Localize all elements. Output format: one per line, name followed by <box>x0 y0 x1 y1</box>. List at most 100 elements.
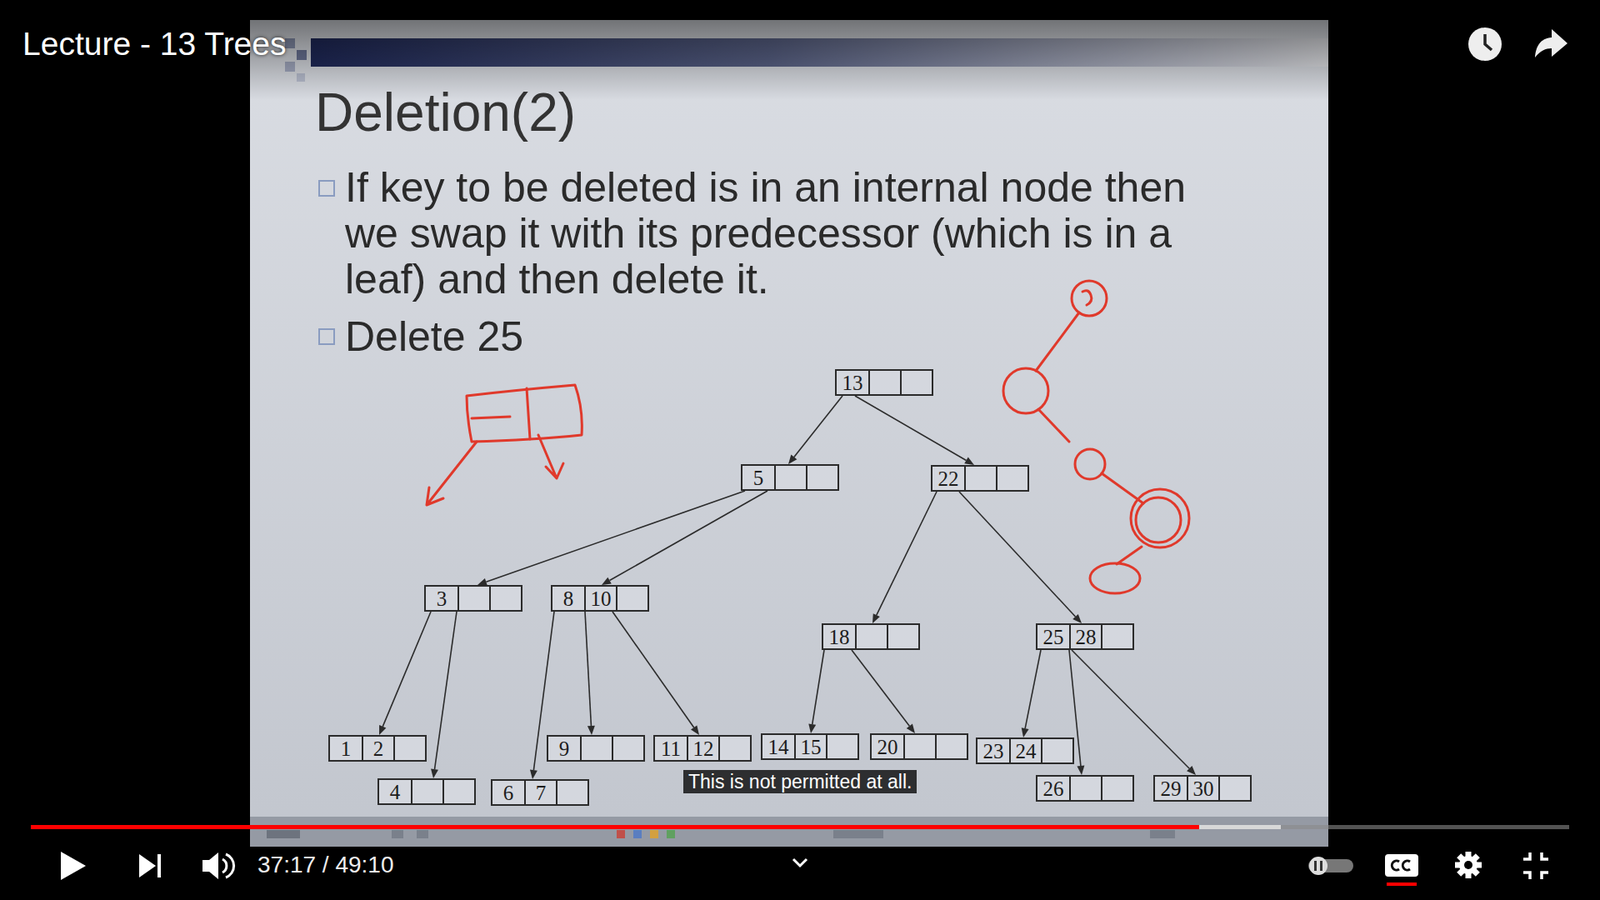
arrow-head <box>690 725 700 735</box>
arrow-head <box>601 577 612 585</box>
node-cell <box>489 586 521 610</box>
node-key: 26 <box>1043 778 1065 800</box>
node-cell: 25 <box>1037 625 1070 649</box>
tree-edge <box>430 611 457 779</box>
tree-edge <box>379 611 431 735</box>
arrow-head <box>1072 614 1082 624</box>
arrow-head <box>530 770 538 780</box>
arrow-head <box>872 613 880 624</box>
next-icon <box>139 854 161 878</box>
edge-line <box>1025 650 1041 729</box>
node-cell <box>442 780 475 804</box>
slide-background <box>250 20 1329 847</box>
tree-node: 18 <box>821 623 920 650</box>
tree-edge <box>612 611 700 735</box>
node-cell <box>825 735 858 759</box>
node-key: 18 <box>829 626 850 648</box>
node-cell: 22 <box>932 466 965 490</box>
edge-line <box>812 650 825 725</box>
node-cell <box>393 736 425 760</box>
node-cell: 8 <box>552 586 585 610</box>
tree-edge <box>851 650 915 734</box>
video-title: Lecture - 13 Trees <box>22 25 287 63</box>
edge-line <box>435 611 457 770</box>
node-key: 4 <box>390 781 401 803</box>
edge-line <box>382 611 431 727</box>
tree-node: 20 <box>870 733 969 760</box>
tree-node: 810 <box>550 585 650 612</box>
node-cell <box>903 735 935 759</box>
slide-taskbar <box>250 816 1329 847</box>
node-cell: 10 <box>584 586 616 610</box>
edge-line <box>794 395 843 457</box>
watch-later-icon <box>1468 27 1502 61</box>
settings-icon <box>1455 851 1482 879</box>
node-key: 6 <box>503 782 515 804</box>
node-cell: 14 <box>762 735 795 759</box>
bullet-square <box>319 329 335 345</box>
tree-node: 2930 <box>1153 775 1252 802</box>
node-cell: 2 <box>361 736 394 760</box>
edge-line <box>485 490 745 582</box>
node-cell: 6 <box>492 780 525 805</box>
tree-node: 9 <box>546 735 645 762</box>
node-key: 9 <box>559 738 570 760</box>
slide-heading: Deletion(2) <box>315 81 576 144</box>
node-cell <box>995 466 1028 490</box>
node-key: 20 <box>877 736 899 758</box>
node-cell: 9 <box>548 736 580 760</box>
edge-line <box>610 490 768 581</box>
arrow-head <box>587 725 595 735</box>
tree-edge <box>808 650 825 734</box>
tree-node: 22 <box>930 465 1030 492</box>
tree-edge <box>855 395 975 465</box>
tree-node: 2324 <box>975 737 1075 765</box>
node-key: 13 <box>842 372 864 394</box>
node-cell: 13 <box>836 370 869 395</box>
node-cell: 11 <box>655 736 687 760</box>
edge-line <box>855 395 966 460</box>
node-cell <box>774 465 806 490</box>
node-cell <box>900 370 932 395</box>
node-key: 30 <box>1193 778 1215 800</box>
node-cell: 1 <box>330 736 362 760</box>
node-cell <box>580 736 612 760</box>
node-cell: 26 <box>1037 776 1070 800</box>
node-cell: 12 <box>686 736 719 760</box>
node-key: 15 <box>800 736 822 758</box>
tree-node: 12 <box>328 735 427 762</box>
play-icon <box>60 851 86 880</box>
node-cell <box>855 625 887 649</box>
node-cell <box>964 466 996 490</box>
node-cell: 30 <box>1186 776 1219 800</box>
tree-node: 67 <box>490 779 590 806</box>
arrow-head <box>906 724 915 734</box>
node-cell <box>611 736 644 760</box>
node-cell <box>868 370 900 395</box>
node-key: 23 <box>983 740 1005 762</box>
tree-node: 1415 <box>760 733 860 760</box>
node-cell <box>410 780 443 804</box>
node-cell: 15 <box>794 735 826 759</box>
node-key: 28 <box>1075 626 1097 648</box>
edge-line <box>851 650 910 726</box>
tree-node: 13 <box>835 369 934 396</box>
node-cell <box>805 465 838 490</box>
tree-node: 2528 <box>1035 623 1135 650</box>
subtitle-caption: This is not permitted at all. <box>683 770 917 794</box>
node-cell <box>718 736 750 760</box>
time-display: 37:17 / 49:10 <box>257 850 394 880</box>
node-key: 3 <box>436 588 448 610</box>
edge-line <box>876 491 937 615</box>
autoplay-toggle <box>1308 856 1354 875</box>
tree-edge <box>872 491 937 624</box>
node-key: 10 <box>590 588 612 610</box>
arrow-head <box>430 768 439 779</box>
node-cell <box>886 625 919 649</box>
node-cell: 28 <box>1069 625 1101 649</box>
node-cell <box>1040 739 1073 763</box>
tree-node: 26 <box>1035 775 1135 802</box>
node-cell: 24 <box>1009 739 1041 763</box>
